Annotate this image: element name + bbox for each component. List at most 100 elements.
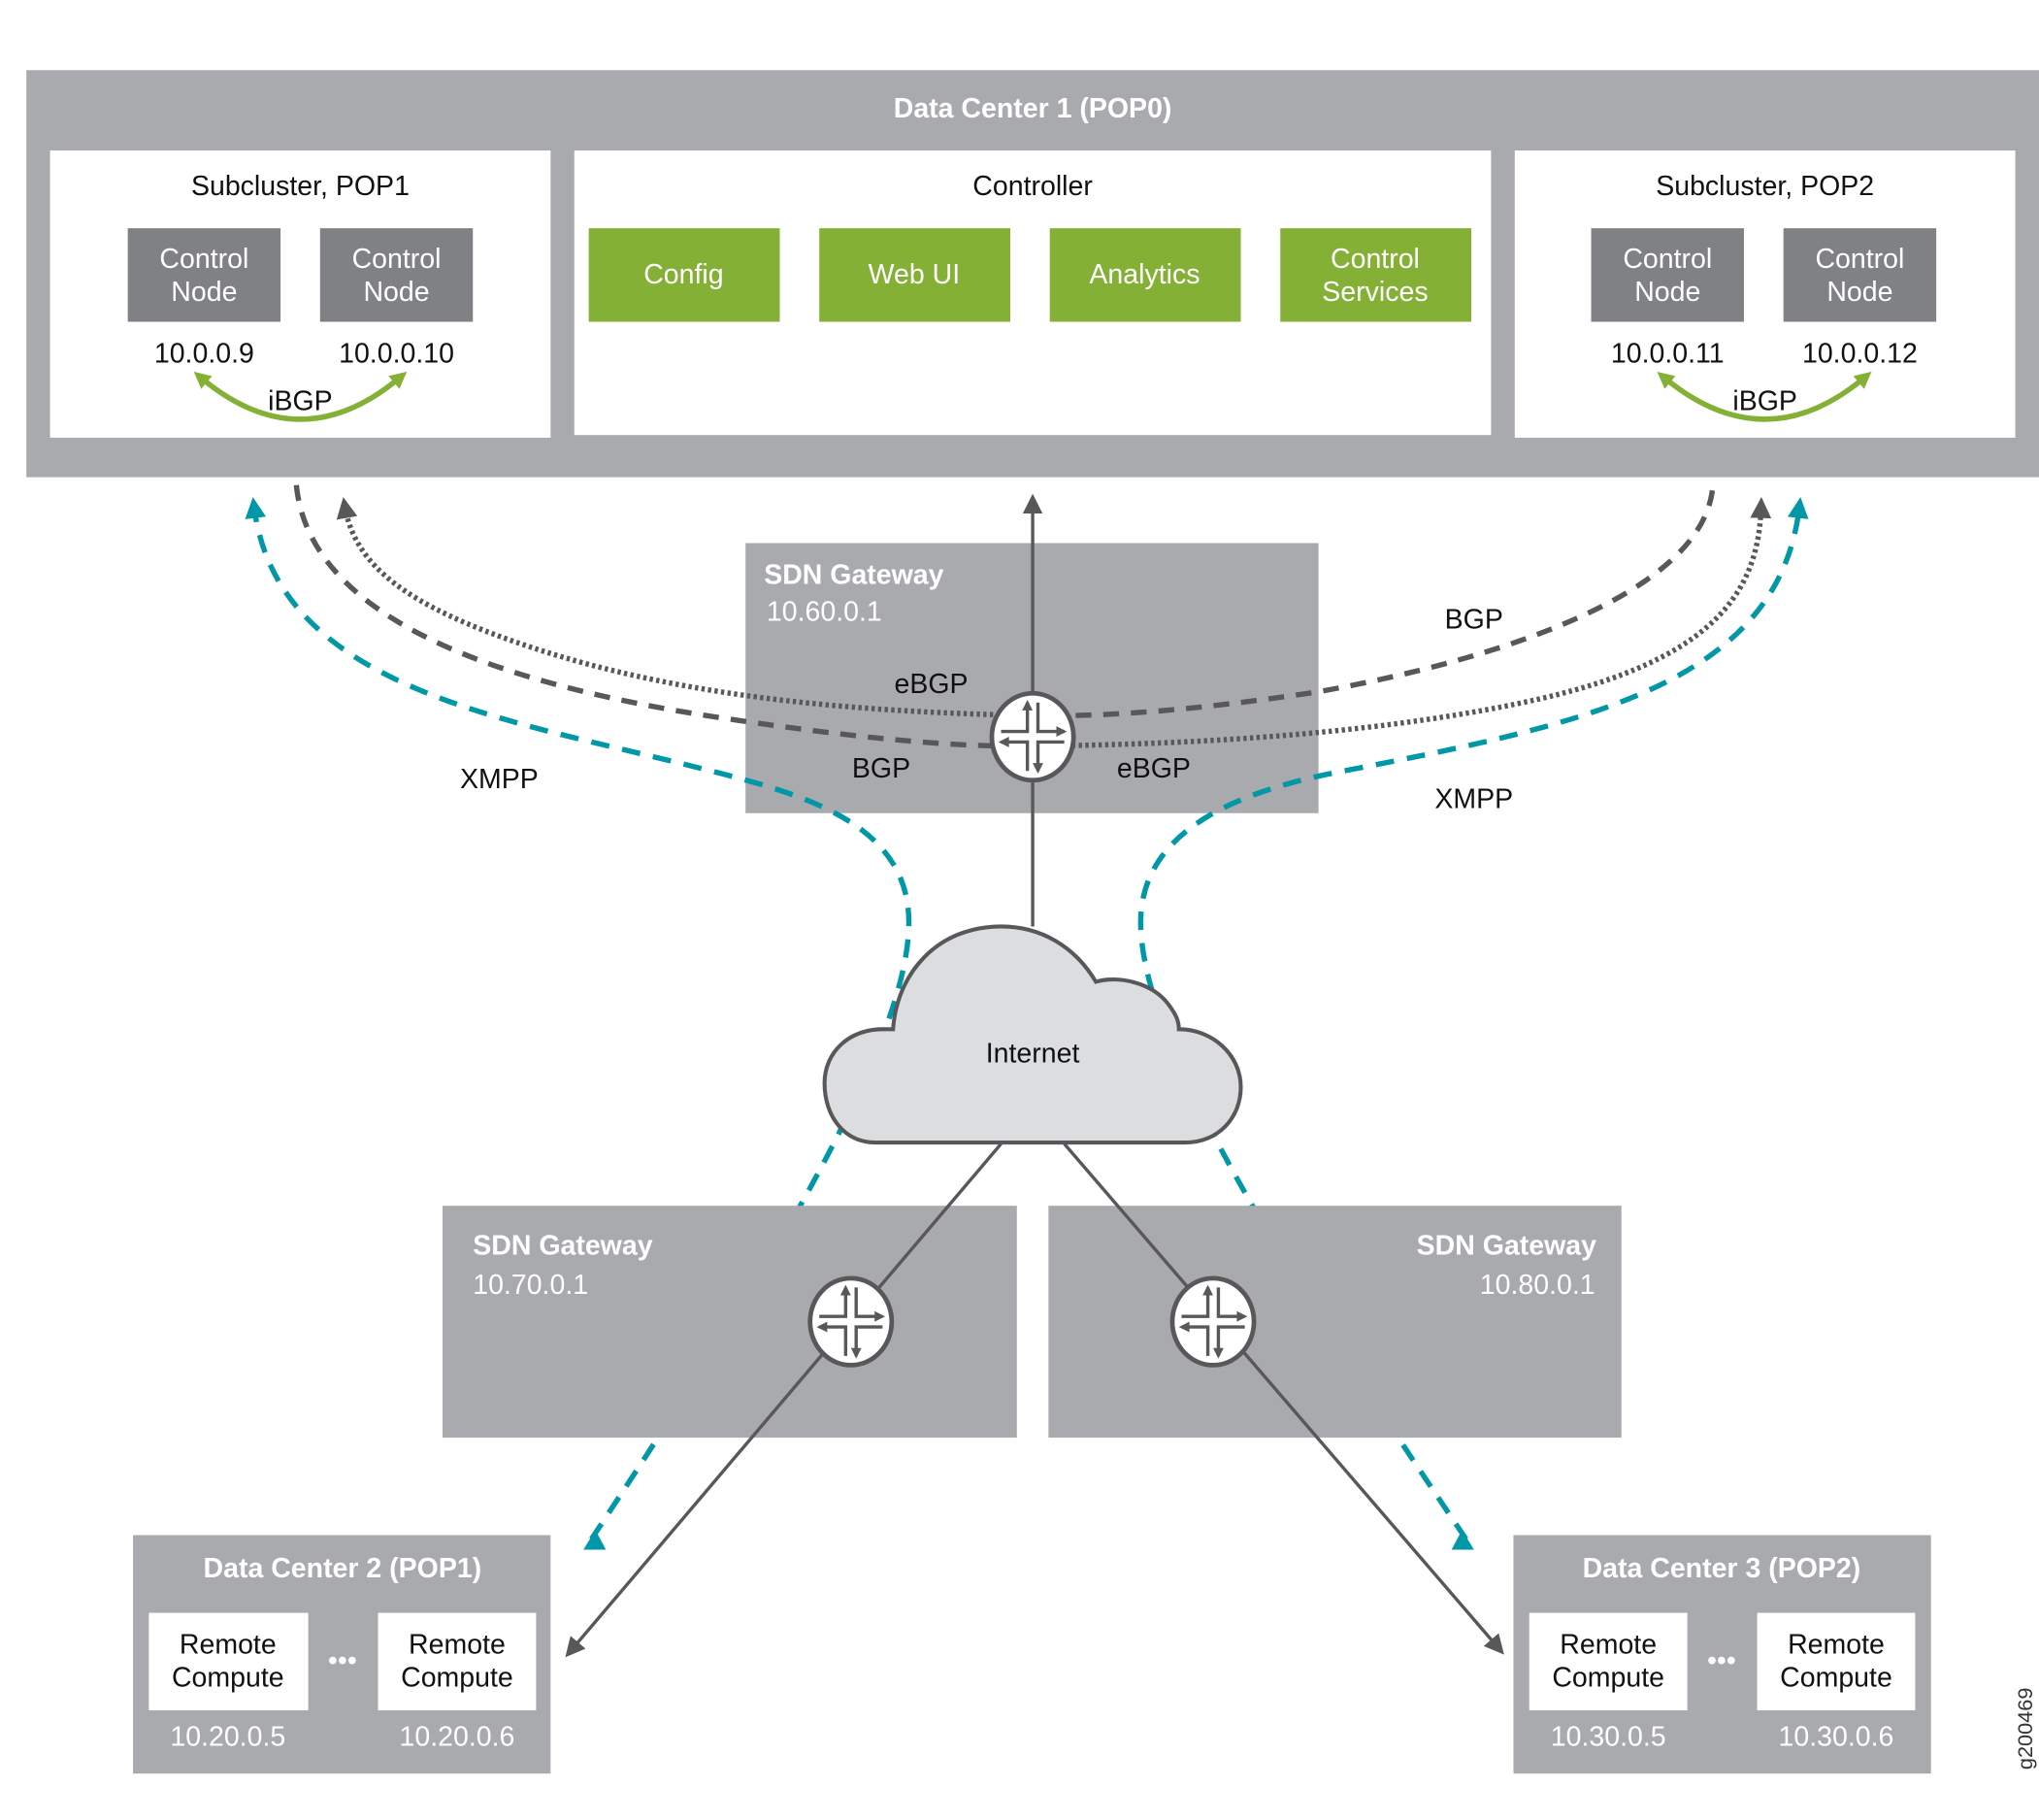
control-node-label-line1: Control bbox=[1623, 244, 1712, 275]
subcluster-pop1-title: Subcluster, POP1 bbox=[191, 171, 410, 202]
control-services-box[interactable] bbox=[1280, 228, 1472, 322]
remote-compute-label-line2: Compute bbox=[1780, 1663, 1892, 1694]
router-icon[interactable] bbox=[989, 690, 1076, 783]
xmpp-arrowhead-dc2 bbox=[583, 1530, 607, 1550]
sdn-gateway-right: SDN Gateway 10.80.0.1 bbox=[1048, 1206, 1622, 1439]
control-node-label-line1: Control bbox=[352, 244, 442, 275]
ebgp-label-right: eBGP bbox=[1117, 753, 1191, 784]
internet-cloud: Internet bbox=[822, 924, 1243, 1145]
sdn-gateway-right-ip: 10.80.0.1 bbox=[1480, 1270, 1595, 1301]
remote-compute-label-line1: Remote bbox=[1788, 1630, 1885, 1661]
web-ui-service-box[interactable] bbox=[819, 228, 1010, 322]
data-center-1: Data Center 1 (POP0) Subcluster, POP1 Co… bbox=[26, 70, 2039, 478]
remote-compute-ip: 10.30.0.5 bbox=[1551, 1722, 1666, 1753]
subcluster-pop2: Subcluster, POP2 Control Node 10.0.0.11 … bbox=[1514, 150, 2016, 438]
remote-compute-box[interactable] bbox=[1529, 1612, 1688, 1711]
control-node-box[interactable] bbox=[127, 228, 281, 322]
xmpp-label-left: XMPP bbox=[460, 764, 539, 795]
internet-to-dc3-link bbox=[1063, 1142, 1504, 1655]
control-node-label-line2: Node bbox=[363, 277, 429, 308]
sdn-gateway-left-ip: 10.70.0.1 bbox=[473, 1270, 588, 1301]
control-node-label-line1: Control bbox=[159, 244, 248, 275]
remote-compute-label-line1: Remote bbox=[1560, 1630, 1657, 1661]
control-node-label-line2: Node bbox=[1634, 277, 1700, 308]
sdn-gateway-right-panel bbox=[1048, 1206, 1622, 1439]
ibgp-label: iBGP bbox=[268, 385, 333, 416]
remote-compute-box[interactable] bbox=[148, 1612, 309, 1711]
subcluster-pop2-title: Subcluster, POP2 bbox=[1656, 171, 1874, 202]
control-node[interactable]: Control Node bbox=[1783, 228, 1937, 322]
control-node-ip: 10.0.0.12 bbox=[1802, 339, 1918, 370]
control-node-ip: 10.0.0.10 bbox=[339, 339, 454, 370]
bgp-label-right: BGP bbox=[1445, 605, 1503, 636]
control-node-ip: 10.0.0.9 bbox=[154, 339, 254, 370]
control-node-box[interactable] bbox=[1783, 228, 1937, 322]
control-node-label-line2: Node bbox=[171, 277, 237, 308]
remote-compute-ip: 10.20.0.6 bbox=[400, 1722, 515, 1753]
sdn-gateway-right-title: SDN Gateway bbox=[1417, 1230, 1596, 1261]
more-computes-ellipsis: ••• bbox=[328, 1645, 357, 1676]
xmpp-arrowhead-dc3 bbox=[1451, 1530, 1474, 1550]
controller: Controller Config Web UI Analytics Contr… bbox=[574, 150, 1492, 436]
sdn-gateway-left-panel bbox=[443, 1206, 1017, 1439]
remote-compute-label-line1: Remote bbox=[409, 1630, 506, 1661]
config-service-label: Config bbox=[643, 259, 723, 290]
remote-compute-box[interactable] bbox=[378, 1612, 537, 1711]
cloud-icon bbox=[822, 924, 1243, 1145]
internet-to-dc2-link bbox=[565, 1142, 1003, 1658]
control-services-label-line1: Control bbox=[1331, 244, 1420, 275]
controller-service-config[interactable]: Config bbox=[588, 228, 780, 322]
sdn-gateway-left-title: SDN Gateway bbox=[473, 1230, 652, 1261]
control-node-ip: 10.0.0.11 bbox=[1611, 339, 1725, 370]
remote-compute-label-line2: Compute bbox=[172, 1663, 284, 1694]
sdn-gateway-central-title: SDN Gateway bbox=[764, 560, 943, 591]
ibgp-label: iBGP bbox=[1732, 385, 1797, 416]
control-node-box[interactable] bbox=[1591, 228, 1744, 322]
bgp-session-right bbox=[1042, 489, 1716, 727]
control-node-box[interactable] bbox=[319, 228, 474, 322]
config-service-box[interactable] bbox=[588, 228, 780, 322]
remote-compute[interactable]: Remote Compute bbox=[148, 1612, 309, 1711]
internet-label: Internet bbox=[986, 1038, 1080, 1069]
analytics-service-label: Analytics bbox=[1089, 259, 1200, 290]
analytics-service-box[interactable] bbox=[1049, 228, 1241, 322]
remote-compute-ip: 10.30.0.6 bbox=[1779, 1722, 1894, 1753]
web-ui-service-label: Web UI bbox=[869, 259, 961, 290]
control-node[interactable]: Control Node bbox=[1591, 228, 1744, 322]
control-node-label-line1: Control bbox=[1815, 244, 1904, 275]
router-icon[interactable] bbox=[807, 1275, 895, 1368]
ebgp-label-left: eBGP bbox=[895, 669, 969, 700]
sdn-gateway-left: SDN Gateway 10.70.0.1 bbox=[443, 1206, 1017, 1439]
controller-service-analytics[interactable]: Analytics bbox=[1049, 228, 1241, 322]
control-node[interactable]: Control Node bbox=[127, 228, 281, 322]
xmpp-label-right: XMPP bbox=[1434, 783, 1513, 814]
control-services-label-line2: Services bbox=[1322, 277, 1428, 308]
more-computes-ellipsis: ••• bbox=[1707, 1645, 1736, 1676]
bgp-label-left: BGP bbox=[852, 753, 910, 784]
data-center-3-title: Data Center 3 (POP2) bbox=[1583, 1553, 1861, 1584]
ibgp-peering-arrow bbox=[1657, 371, 1872, 422]
controller-title: Controller bbox=[972, 171, 1093, 202]
remote-compute-ip: 10.20.0.5 bbox=[170, 1722, 285, 1753]
remote-compute-box[interactable] bbox=[1757, 1612, 1916, 1711]
remote-compute-label-line2: Compute bbox=[1552, 1663, 1664, 1694]
data-center-2: Data Center 2 (POP1) Remote Compute 10.2… bbox=[133, 1535, 551, 1774]
figure-id: g200469 bbox=[2013, 1688, 2037, 1770]
control-node[interactable]: Control Node bbox=[319, 228, 474, 322]
data-center-3: Data Center 3 (POP2) Remote Compute 10.3… bbox=[1513, 1535, 1931, 1774]
bgp-session-left bbox=[293, 484, 1019, 757]
remote-compute-label-line1: Remote bbox=[180, 1630, 277, 1661]
controller-service-web-ui[interactable]: Web UI bbox=[819, 228, 1010, 322]
remote-compute[interactable]: Remote Compute bbox=[378, 1612, 537, 1711]
subcluster-pop1: Subcluster, POP1 Control Node 10.0.0.9 C… bbox=[49, 150, 551, 438]
data-center-2-title: Data Center 2 (POP1) bbox=[204, 1553, 482, 1584]
ibgp-peering-arrow bbox=[193, 371, 408, 422]
sdn-gateway-central-ip: 10.60.0.1 bbox=[767, 597, 882, 628]
remote-compute-label-line2: Compute bbox=[401, 1663, 513, 1694]
controller-service-control-services[interactable]: Control Services bbox=[1280, 228, 1472, 322]
control-node-label-line2: Node bbox=[1826, 277, 1892, 308]
remote-compute[interactable]: Remote Compute bbox=[1529, 1612, 1688, 1711]
remote-compute[interactable]: Remote Compute bbox=[1757, 1612, 1916, 1711]
router-icon[interactable] bbox=[1169, 1275, 1257, 1368]
